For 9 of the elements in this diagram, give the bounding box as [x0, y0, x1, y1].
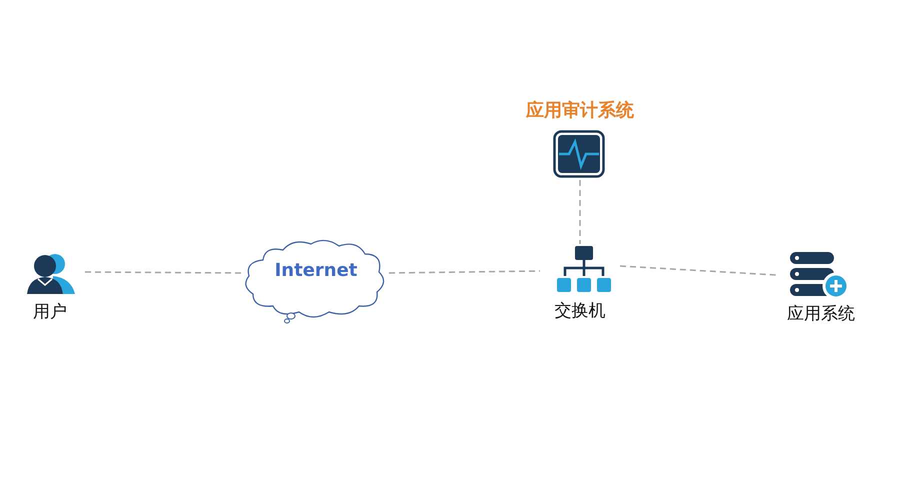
cloud-label: Internet	[274, 260, 358, 281]
system-title: 应用审计系统	[524, 99, 635, 122]
connector-line	[389, 270, 540, 274]
device-label: 用户	[32, 301, 68, 323]
connector-line	[620, 265, 776, 276]
device-label: 应用系统	[786, 303, 856, 325]
connector-line	[579, 180, 581, 244]
device-label: 交换机	[554, 300, 606, 322]
connector-line	[85, 271, 243, 274]
